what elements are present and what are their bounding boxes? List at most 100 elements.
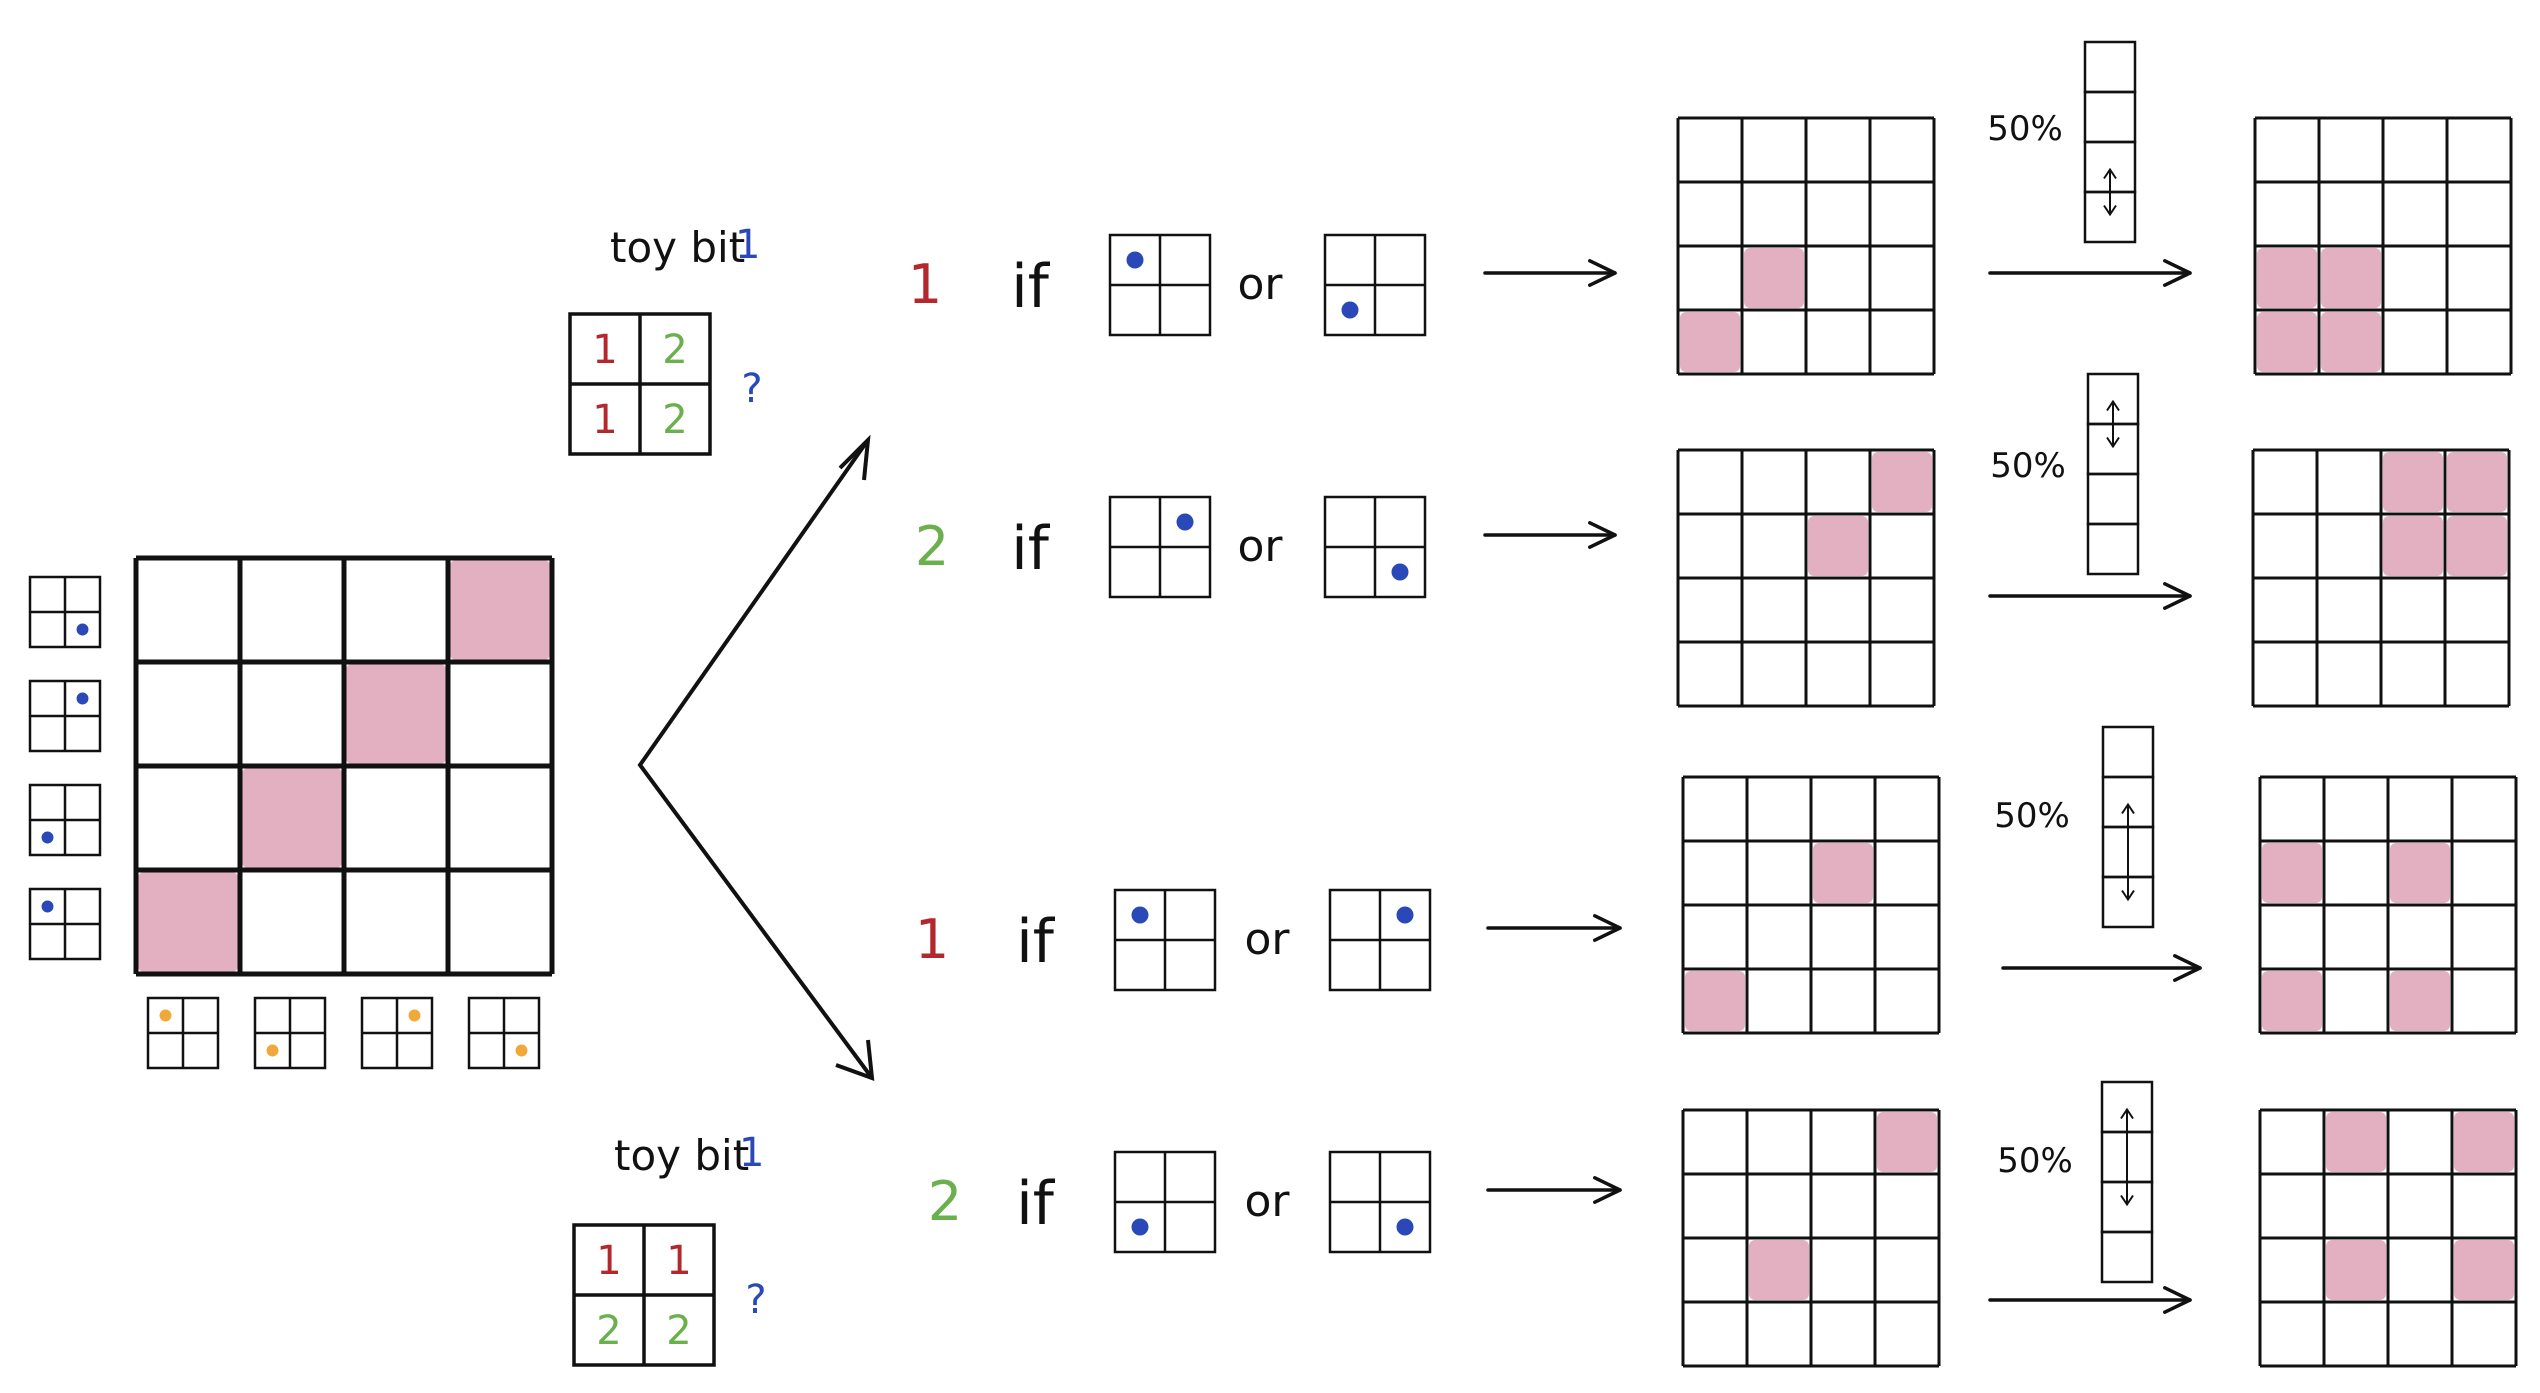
probability-label: 50% — [1994, 796, 2070, 836]
or-label: or — [1244, 1176, 1290, 1227]
mini-dot — [1131, 906, 1149, 924]
question-mark: ? — [745, 1277, 766, 1323]
condition-b-cell — [1328, 888, 1432, 992]
branch-arrow-head-down — [835, 1039, 875, 1081]
main-grid — [133, 555, 555, 977]
mini-dot — [515, 1044, 528, 1057]
double-arrow-head — [2120, 1107, 2134, 1120]
column-key-row — [146, 996, 541, 1070]
arrow-head — [2163, 582, 2192, 610]
if-label: if — [1016, 907, 1056, 977]
toy-table-value: 2 — [662, 327, 687, 373]
arrow-head — [1588, 521, 1617, 549]
flip-arrow — [1988, 582, 2192, 610]
pink-cell — [1813, 843, 1873, 903]
toy-table-value: 2 — [666, 1308, 691, 1354]
if-label: if — [1011, 514, 1051, 584]
pink-cell — [2454, 1112, 2514, 1172]
arrow-head — [1588, 259, 1617, 287]
toy-table-value: 2 — [662, 397, 687, 443]
strip-cell — [2086, 472, 2140, 526]
result-arrow — [1483, 259, 1617, 287]
pink-cell — [138, 872, 238, 972]
pink-cell — [346, 664, 446, 764]
question-mark: ? — [741, 366, 762, 412]
condition-b-cell — [1323, 495, 1427, 599]
flip-arrow — [2001, 954, 2202, 982]
branch-lines — [637, 438, 874, 1080]
flip-arrow — [1988, 1286, 2192, 1314]
mini-dot — [1341, 301, 1359, 319]
arrow-head — [2163, 1286, 2192, 1314]
pink-cell — [2383, 452, 2443, 512]
final-grid — [2251, 448, 2511, 708]
flip-strip — [2086, 372, 2140, 576]
pink-cell — [1685, 971, 1745, 1031]
strip-cell — [2083, 40, 2137, 94]
condition-a-cell — [1108, 233, 1212, 337]
toy-bit-label: toy bit — [614, 1131, 749, 1180]
mini-dot — [1396, 1218, 1414, 1236]
pink-cell — [2390, 971, 2450, 1031]
pink-cell — [450, 560, 550, 660]
flip-strip — [2101, 725, 2155, 929]
probability-label: 50% — [1997, 1141, 2073, 1181]
pink-cell — [2321, 248, 2381, 308]
branch-arrow-head-up — [838, 434, 871, 481]
mini-dot — [1391, 563, 1409, 581]
mini-dot — [76, 623, 89, 636]
rule-value: 1 — [915, 908, 949, 971]
pink-cell — [2262, 843, 2322, 903]
col-key-3 — [360, 996, 434, 1070]
final-grid — [2253, 116, 2513, 376]
mini-dot — [1131, 1218, 1149, 1236]
row-key-3 — [28, 783, 102, 857]
mini-dot — [41, 831, 54, 844]
strip-cell — [2101, 725, 2155, 779]
pink-cell — [2262, 971, 2322, 1031]
arrow-head — [2163, 259, 2192, 287]
toy-table-value: 1 — [592, 327, 617, 373]
pink-cell — [2326, 1112, 2386, 1172]
mini-dot — [41, 900, 54, 913]
rule-value: 1 — [908, 253, 942, 316]
branch-arrows — [637, 434, 875, 1081]
pink-cell — [1877, 1112, 1937, 1172]
arrow-head — [1593, 1176, 1622, 1204]
pink-cell — [2447, 516, 2507, 576]
pink-cell — [2390, 843, 2450, 903]
mini-dot — [266, 1044, 279, 1057]
row-key-2 — [28, 679, 102, 753]
mini-dot — [1126, 251, 1144, 269]
condition-b-cell — [1323, 233, 1427, 337]
condition-a-cell — [1108, 495, 1212, 599]
pink-cell — [1744, 248, 1804, 308]
or-label: or — [1237, 259, 1283, 310]
main-grid-cells — [133, 555, 555, 977]
if-label: if — [1011, 252, 1051, 322]
arrow-head — [2173, 954, 2202, 982]
toy-table-value: 1 — [666, 1238, 691, 1284]
result-grid — [1681, 1108, 1941, 1368]
pink-cell — [1872, 452, 1932, 512]
result-arrow — [1486, 914, 1622, 942]
result-arrow — [1483, 521, 1617, 549]
row-key-4 — [28, 887, 102, 961]
pink-cell — [242, 768, 342, 868]
mini-dot — [159, 1009, 172, 1022]
toy-bit-label: toy bit — [610, 223, 745, 272]
row-key-1 — [28, 575, 102, 649]
strip-cell — [2083, 90, 2137, 144]
pink-cell — [1808, 516, 1868, 576]
pink-cell — [1680, 312, 1740, 372]
probability-label: 50% — [1990, 446, 2066, 486]
double-arrow-head — [2103, 204, 2117, 217]
flip-strip — [2100, 1080, 2154, 1284]
double-arrow-head — [2106, 436, 2120, 449]
